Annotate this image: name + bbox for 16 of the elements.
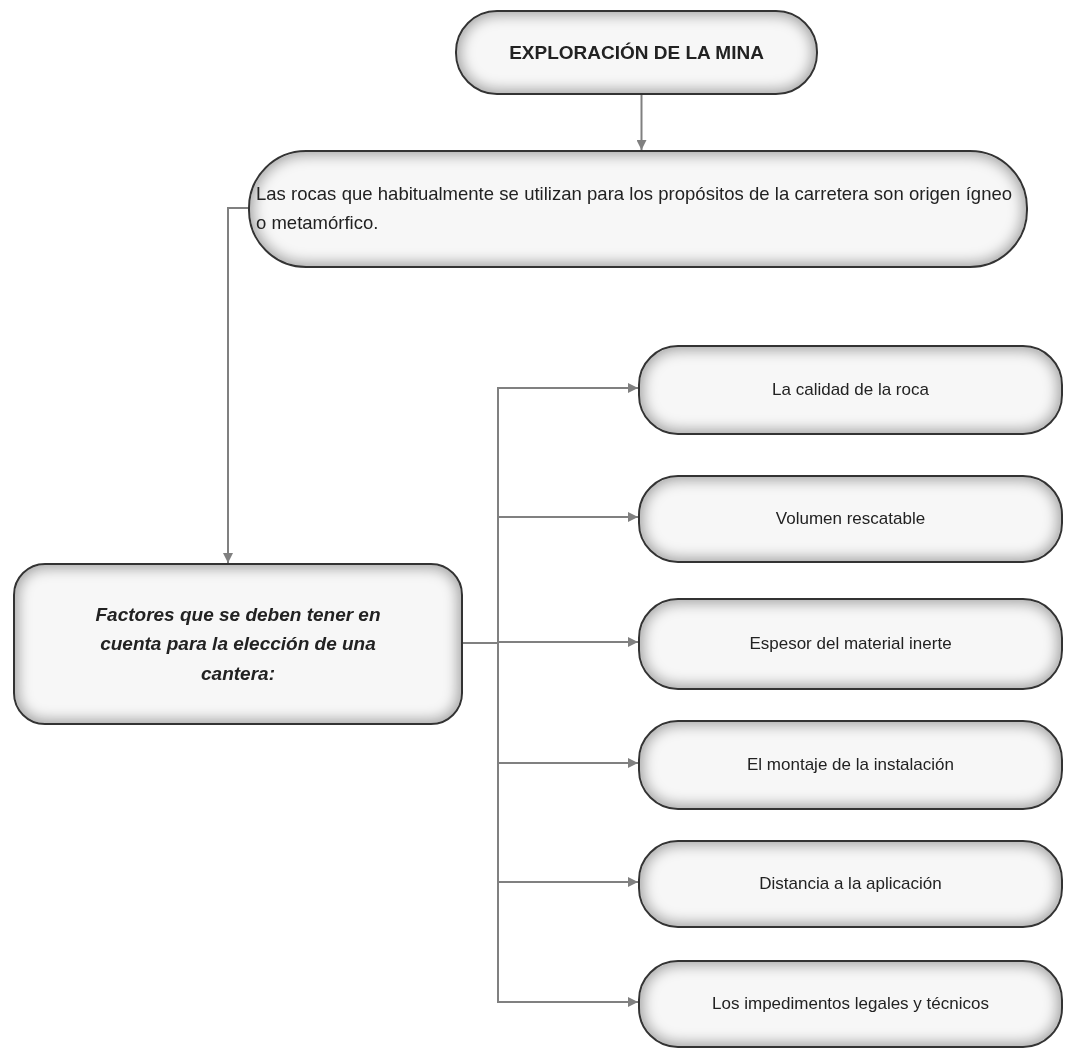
factor-text: Volumen rescatable (775, 507, 926, 530)
factor-box (638, 960, 1063, 1048)
factor-text: Espesor del material inerte (749, 632, 952, 655)
title-text: EXPLORACIÓN DE LA MINA (509, 40, 764, 65)
arrow (223, 207, 249, 564)
factor-box (638, 720, 1063, 810)
description-text: Las rocas que habitualmente se utilizan para los propósitos de la carretera son origen ígneo o metamórfico. (256, 182, 1012, 235)
factor-box (638, 598, 1063, 690)
topic-box (13, 563, 463, 725)
factor-box (638, 345, 1063, 435)
arrow (636, 94, 647, 151)
topic-text: Factores que se deben tener en cuenta para la elección de una cantera: (94, 602, 382, 686)
factor-text: El montaje de la instalación (747, 753, 954, 776)
factor-text: La calidad de la roca (772, 378, 929, 401)
factor-text: Los impedimentos legales y técnicos (712, 992, 989, 1015)
factor-text: Distancia a la aplicación (759, 872, 942, 895)
